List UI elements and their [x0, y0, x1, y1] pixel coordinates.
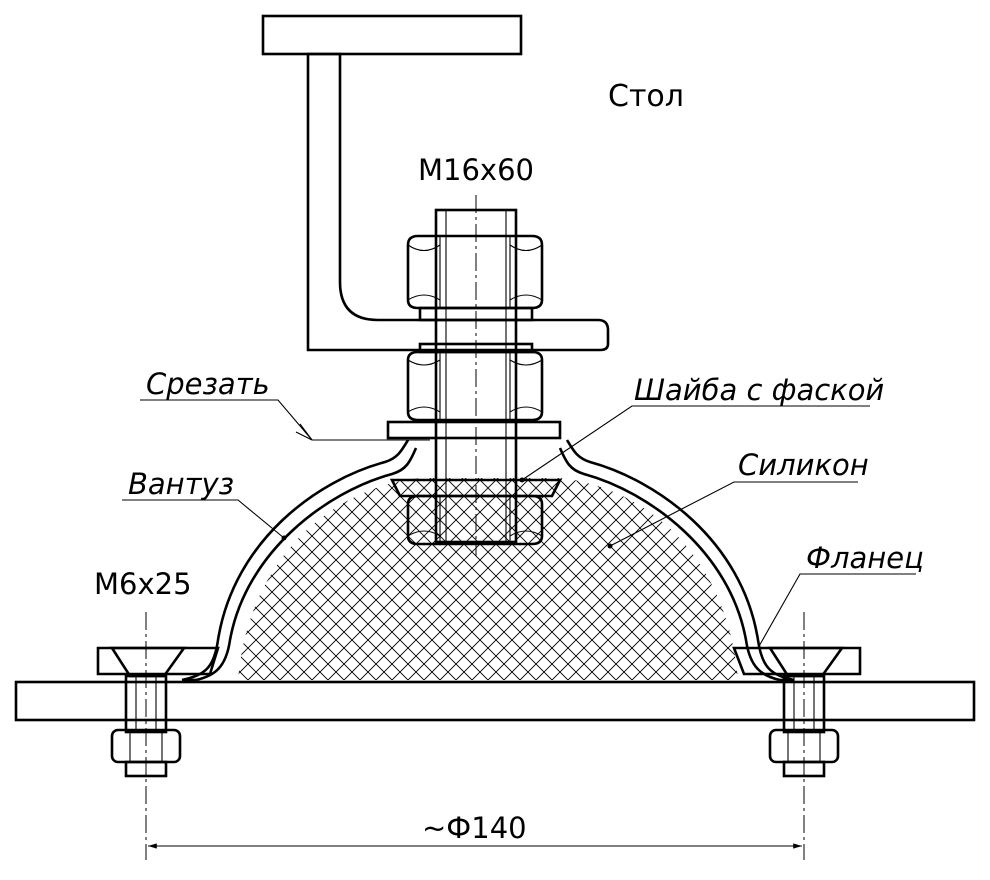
diameter-label: ~Ф140: [422, 811, 527, 845]
table-top: [261, 14, 523, 56]
screw-left: [109, 646, 187, 778]
silicone-label: Силикон: [738, 448, 869, 482]
center-lines: [145, 195, 805, 860]
cut-washer: [386, 420, 562, 440]
bottom-nut: [406, 494, 544, 546]
suction-cup-label: Вантуз: [128, 467, 234, 501]
table-angle-bracket: [306, 52, 610, 352]
washer-label: Шайба с фаской: [634, 373, 884, 407]
cut-label: Срезать: [146, 367, 270, 401]
leader-lines: [122, 399, 916, 649]
screw-label: М6х25: [94, 567, 192, 601]
flange-label: Фланец: [806, 541, 924, 575]
middle-nut: [406, 342, 544, 422]
screw-right: [767, 646, 845, 778]
bolt-label: М16х60: [418, 153, 534, 187]
table-label: Стол: [608, 79, 684, 114]
suction-cup-shell: [181, 439, 795, 682]
chamfered-washer: [389, 478, 563, 498]
silicone-fill: [238, 478, 738, 680]
base-plate: [14, 680, 976, 722]
top-nut: [406, 234, 544, 310]
